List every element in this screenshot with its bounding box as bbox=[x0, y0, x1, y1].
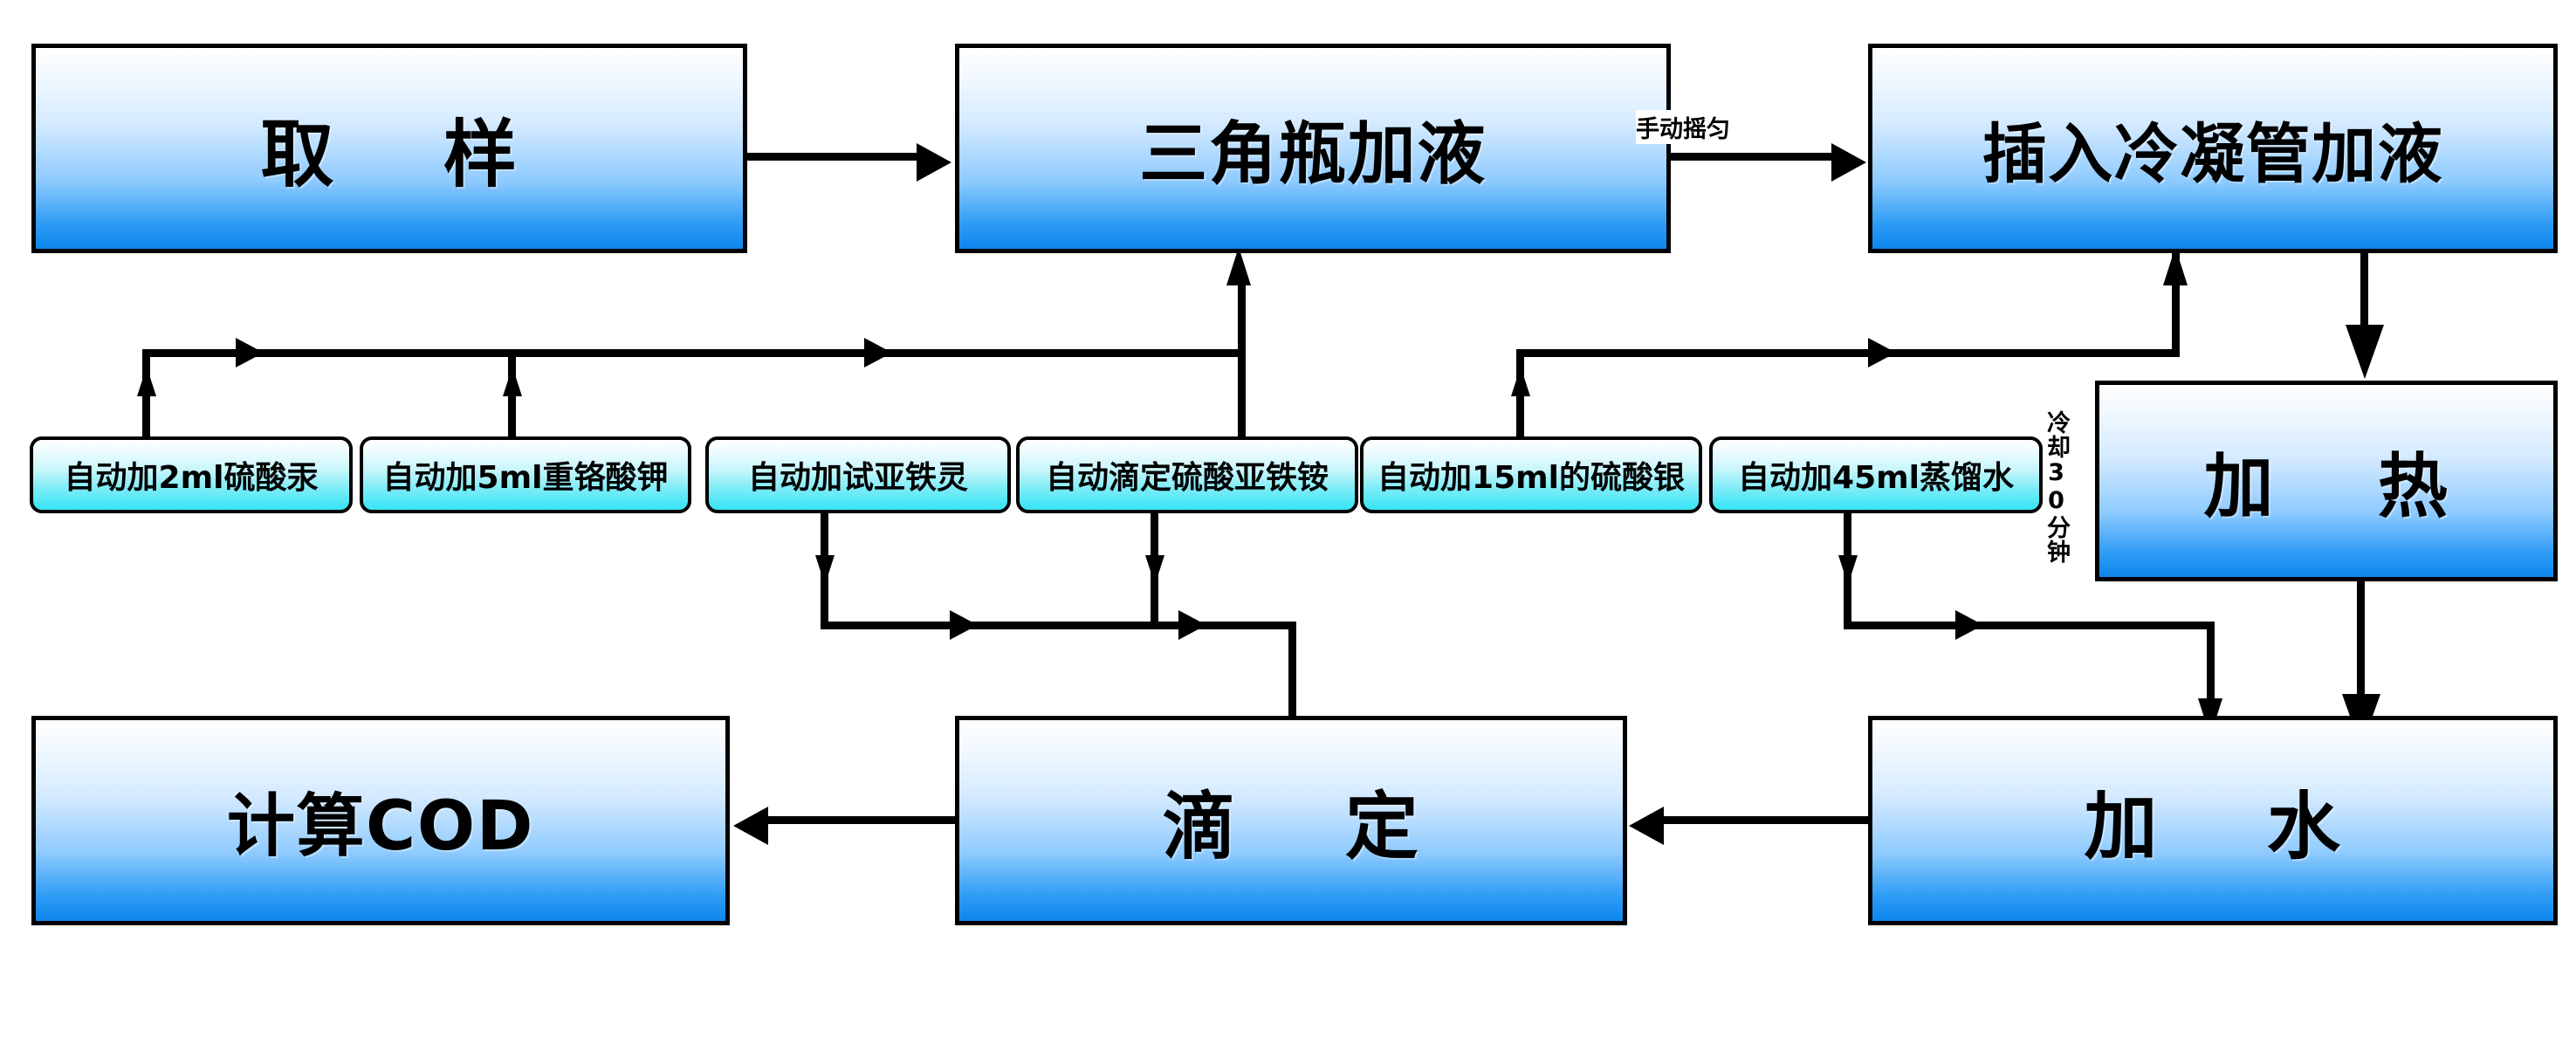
edge-rightlowerbus-arrowhead bbox=[1955, 610, 1983, 640]
process-node-calc-cod[interactable]: 计算COD bbox=[31, 716, 730, 925]
process-node-add-water[interactable]: 加 水 bbox=[1868, 716, 2558, 925]
edge-leftbus-riser-seg2 bbox=[1238, 279, 1246, 358]
edge-sampling-to-flask-arrowhead bbox=[917, 143, 951, 182]
process-node-heat-label: 加 热 bbox=[2203, 446, 2449, 527]
edge-titrate-to-calccod-arrowhead bbox=[733, 807, 768, 845]
reagent-node-water[interactable]: 自动加45ml蒸馏水 bbox=[1709, 436, 2043, 513]
reagent-node-hgso4-label: 自动加2ml硫酸汞 bbox=[64, 460, 319, 496]
edge-ferroin-arrowhead bbox=[815, 555, 835, 585]
reagent-node-hgso4[interactable]: 自动加2ml硫酸汞 bbox=[30, 436, 353, 513]
edge-flask-to-condenser bbox=[1671, 153, 1837, 161]
edge-sampling-to-flask bbox=[747, 153, 922, 161]
reagent-node-water-label: 自动加45ml蒸馏水 bbox=[1738, 460, 2014, 496]
edge-rightbus-riser-to-condenser bbox=[2172, 253, 2180, 354]
reagent-node-fas[interactable]: 自动滴定硫酸亚铁铵 bbox=[1016, 436, 1358, 513]
edge-addwater-to-titrate-arrowhead bbox=[1629, 807, 1664, 845]
process-node-titrate-label: 滴 定 bbox=[1162, 783, 1420, 869]
edge-leftbus-riser-arrowhead bbox=[1226, 247, 1251, 285]
edge-flask-to-condenser-arrowhead bbox=[1831, 143, 1866, 182]
process-node-condenser-label: 插入冷凝管加液 bbox=[1982, 116, 2444, 192]
reagent-node-ferroin-label: 自动加试亚铁灵 bbox=[747, 460, 968, 496]
reagent-node-k2cr2o7-label: 自动加5ml重铬酸钾 bbox=[382, 460, 669, 496]
process-node-add-water-label: 加 水 bbox=[2084, 783, 2342, 869]
edge-lowerbus-to-titrate bbox=[1288, 622, 1296, 752]
edge-label-cool-30min: 冷却30分钟 bbox=[2043, 410, 2070, 564]
reagent-node-fas-label: 自动滴定硫酸亚铁铵 bbox=[1045, 460, 1329, 496]
edge-titrate-to-calccod bbox=[768, 816, 955, 824]
reagent-node-k2cr2o7[interactable]: 自动加5ml重铬酸钾 bbox=[360, 436, 691, 513]
edge-label-manual-shake-text: 手动摇匀 bbox=[1636, 116, 1730, 143]
edge-leftbus-arrowhead-2 bbox=[864, 338, 892, 368]
process-node-flask-add[interactable]: 三角瓶加液 bbox=[955, 44, 1671, 253]
edge-k2cr2o7-arrowhead bbox=[503, 367, 522, 396]
edge-leftbus-arrowhead-1 bbox=[236, 338, 264, 368]
edge-rightlowerbus-horizontal bbox=[1844, 622, 2215, 629]
reagent-node-agso4[interactable]: 自动加15ml的硫酸银 bbox=[1360, 436, 1702, 513]
process-node-sampling-label: 取 样 bbox=[260, 111, 519, 197]
process-node-flask-add-label: 三角瓶加液 bbox=[1139, 115, 1487, 194]
edge-lowerbus-horizontal bbox=[821, 622, 1296, 629]
process-node-heat[interactable]: 加 热 bbox=[2095, 381, 2558, 581]
edge-water-arrowhead bbox=[1838, 555, 1858, 585]
edge-rightbus-arrowhead bbox=[1868, 338, 1896, 368]
footer: 博海星源 bhxy.com.cn BH-1216S全自动COD分析仪操作步骤过程… bbox=[0, 947, 2576, 1058]
edge-fas-arrowhead bbox=[1145, 555, 1164, 585]
edge-label-cool-30min-text: 冷却30分钟 bbox=[2043, 410, 2070, 564]
edge-rightbus-riser-arrowhead bbox=[2163, 247, 2188, 285]
process-node-calc-cod-label: 计算COD bbox=[226, 787, 535, 866]
edge-label-manual-shake: 手动摇匀 bbox=[1636, 110, 1730, 144]
edge-heat-to-addwater bbox=[2357, 581, 2365, 712]
edge-addwater-to-titrate bbox=[1664, 816, 1868, 824]
edge-lowerbus-arrowhead-2 bbox=[1178, 610, 1206, 640]
edge-leftbus-riser-to-flask bbox=[1238, 353, 1246, 488]
edge-hgso4-arrowhead bbox=[137, 367, 156, 396]
edge-agso4-arrowhead bbox=[1511, 367, 1530, 396]
process-node-condenser[interactable]: 插入冷凝管加液 bbox=[1868, 44, 2558, 253]
process-node-titrate[interactable]: 滴 定 bbox=[955, 716, 1627, 925]
edge-condenser-to-heat-arrowhead bbox=[2346, 325, 2384, 379]
edge-rightlowerbus-to-addwater bbox=[2207, 622, 2215, 716]
edge-condenser-to-heat bbox=[2360, 253, 2368, 340]
reagent-node-ferroin[interactable]: 自动加试亚铁灵 bbox=[705, 436, 1011, 513]
edge-rightbus-horizontal bbox=[1516, 349, 2180, 357]
reagent-node-agso4-label: 自动加15ml的硫酸银 bbox=[1377, 460, 1685, 496]
process-node-sampling[interactable]: 取 样 bbox=[31, 44, 747, 253]
edge-lowerbus-arrowhead-1 bbox=[950, 610, 978, 640]
edge-leftbus-horizontal bbox=[142, 349, 1246, 357]
